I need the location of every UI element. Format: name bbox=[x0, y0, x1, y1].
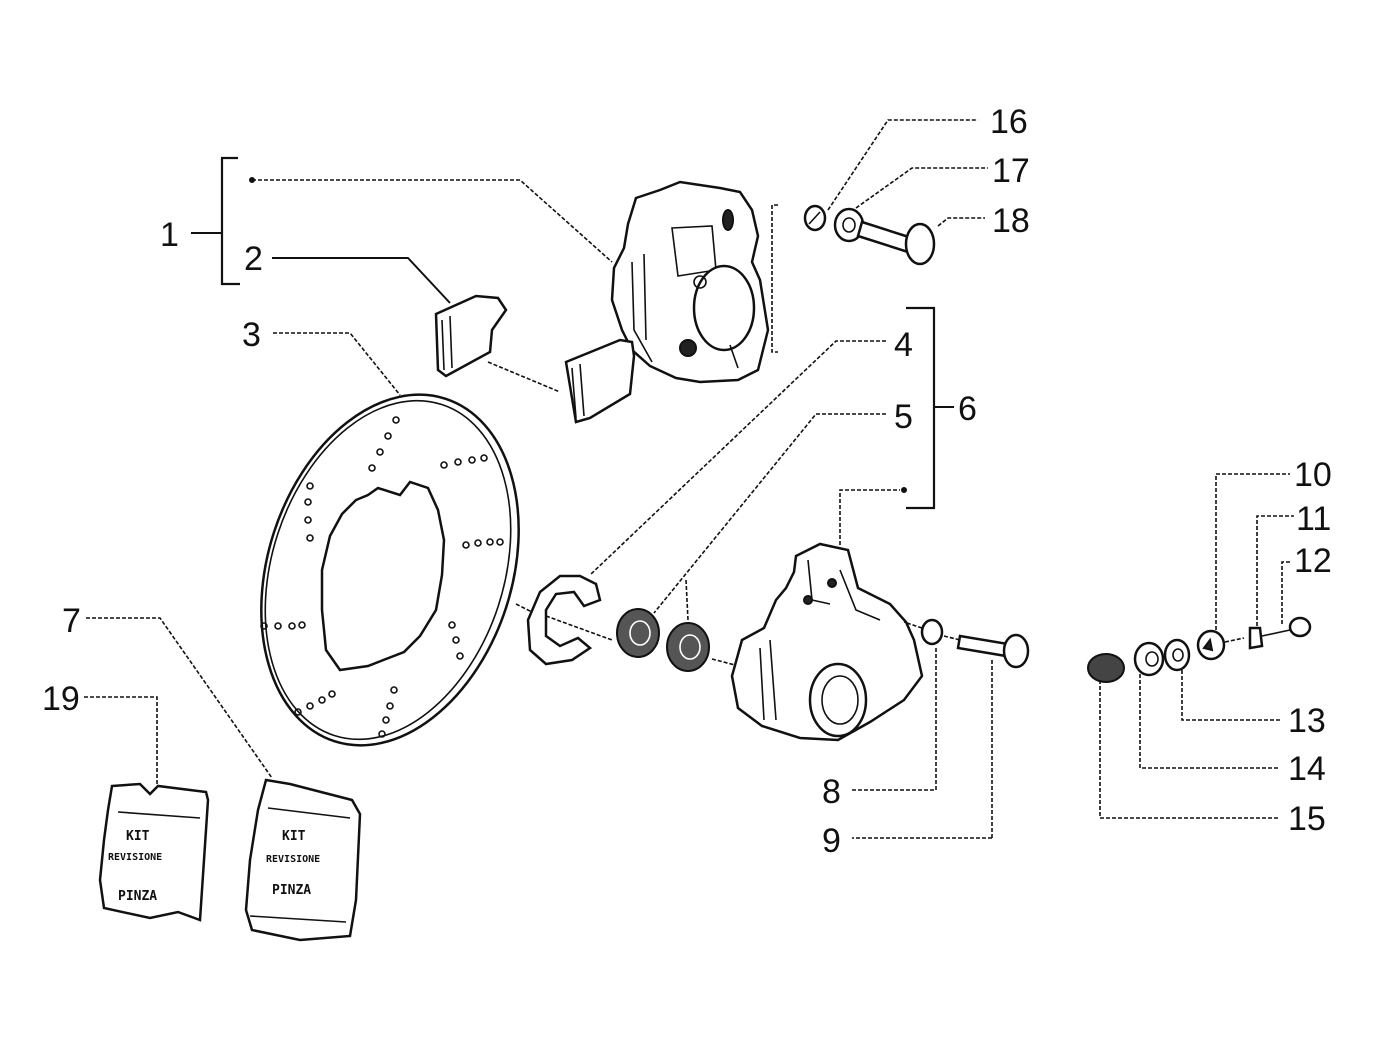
leader-1 bbox=[252, 179, 613, 263]
callout-8: 8 bbox=[822, 773, 841, 811]
piston-2 bbox=[666, 622, 710, 672]
kit-19-line-1: KIT bbox=[126, 829, 150, 844]
kit-7: KIT REVISIONE PINZA bbox=[244, 778, 362, 942]
callout-14: 14 bbox=[1288, 750, 1326, 788]
callout-15: 15 bbox=[1288, 800, 1326, 838]
callout-6: 6 bbox=[958, 390, 977, 428]
brake-pad-2 bbox=[564, 338, 636, 424]
leader-5b bbox=[685, 579, 689, 621]
callout-7: 7 bbox=[62, 602, 81, 640]
kit-19-line-2: REVISIONE bbox=[108, 852, 162, 863]
leader-18 bbox=[937, 217, 985, 227]
callout-12: 12 bbox=[1294, 542, 1332, 580]
leader-7 bbox=[86, 617, 273, 779]
leader-dot-6 bbox=[901, 487, 907, 493]
callout-19: 19 bbox=[42, 680, 80, 718]
axis-line-4 bbox=[1224, 637, 1245, 643]
callout-16: 16 bbox=[990, 103, 1028, 141]
leader-3 bbox=[273, 332, 401, 396]
washer-8 bbox=[920, 618, 944, 646]
caliper-upper bbox=[610, 180, 770, 384]
axis-line bbox=[515, 603, 613, 641]
callout-10: 10 bbox=[1294, 456, 1332, 494]
leader-17 bbox=[855, 167, 988, 209]
leader-4 bbox=[589, 340, 886, 576]
leader-10 bbox=[1215, 473, 1290, 630]
leader-19 bbox=[84, 696, 158, 786]
callout-17: 17 bbox=[992, 152, 1030, 190]
washer-14 bbox=[1133, 641, 1165, 677]
kit-7-line-2: REVISIONE bbox=[266, 854, 320, 865]
callout-1: 1 bbox=[160, 216, 179, 254]
callout-4: 4 bbox=[894, 326, 913, 364]
leader-12 bbox=[1281, 561, 1290, 624]
kit-19-line-3: PINZA bbox=[118, 889, 157, 904]
leader-15 bbox=[1099, 680, 1280, 819]
brake-pad-1 bbox=[434, 294, 508, 378]
kit-19: KIT REVISIONE PINZA bbox=[98, 782, 210, 922]
kit-7-line-1: KIT bbox=[282, 829, 306, 844]
washer-16 bbox=[803, 204, 827, 232]
bleed-cap-12 bbox=[1288, 616, 1312, 638]
bleed-screw-11 bbox=[1248, 626, 1291, 650]
caliper-mount-marks bbox=[771, 204, 778, 353]
bracket-6 bbox=[906, 306, 954, 510]
callout-5: 5 bbox=[894, 398, 913, 436]
seal-ring bbox=[526, 574, 602, 666]
leader-2 bbox=[272, 257, 451, 304]
brake-disc bbox=[260, 393, 520, 747]
callout-18: 18 bbox=[992, 202, 1030, 240]
axis-line-3 bbox=[903, 621, 961, 641]
leader-16 bbox=[827, 119, 978, 211]
spring-washer-15 bbox=[1087, 653, 1125, 683]
bolt-9 bbox=[956, 633, 1030, 669]
washer-13 bbox=[1163, 638, 1191, 672]
piston-1 bbox=[616, 608, 660, 658]
callout-3: 3 bbox=[242, 316, 261, 354]
nut-10 bbox=[1196, 629, 1226, 661]
leader-8 bbox=[852, 648, 937, 791]
leader-5 bbox=[653, 413, 886, 614]
axis-line-2 bbox=[711, 658, 736, 666]
leader-11 bbox=[1256, 515, 1294, 626]
callout-2: 2 bbox=[244, 240, 263, 278]
bracket-1 bbox=[191, 156, 240, 286]
bolt-18 bbox=[856, 220, 936, 266]
callout-11: 11 bbox=[1296, 500, 1331, 538]
leader-14 bbox=[1139, 674, 1280, 769]
leader-13 bbox=[1181, 670, 1280, 721]
leader-6-body bbox=[839, 489, 900, 545]
leader-2b bbox=[487, 361, 561, 393]
kit-7-line-3: PINZA bbox=[272, 883, 311, 898]
caliper-lower bbox=[730, 542, 924, 742]
callout-13: 13 bbox=[1288, 702, 1326, 740]
